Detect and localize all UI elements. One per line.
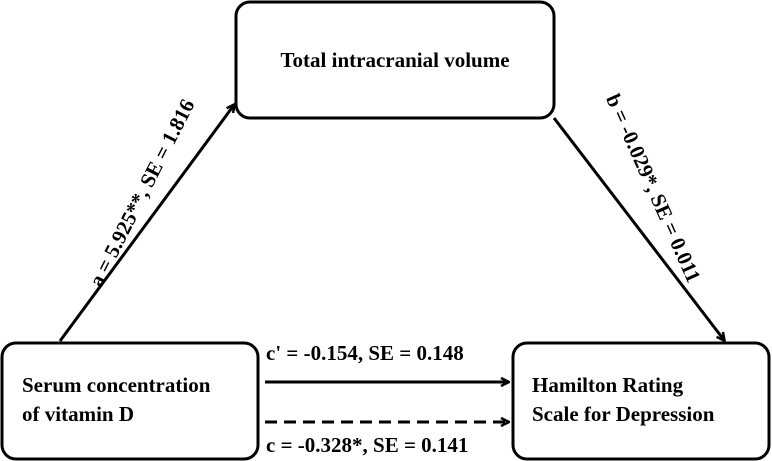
- edge-c-label: c = -0.328*, SE = 0.141: [266, 433, 468, 457]
- edge-c-prime: c' = -0.154, SE = 0.148: [265, 341, 508, 382]
- edge-c: c = -0.328*, SE = 0.141: [265, 422, 508, 457]
- predictor-node: Serum concentration of vitamin D: [0, 341, 260, 461]
- edge-a-label: a = 5.925**, SE = 1.816: [84, 95, 199, 290]
- predictor-label-line-2: of vitamin D: [22, 402, 134, 426]
- edge-a: a = 5.925**, SE = 1.816: [58, 95, 234, 342]
- mediator-box: [234, 0, 556, 120]
- predictor-label-line-1: Serum concentration: [22, 373, 211, 397]
- outcome-box: [511, 341, 771, 461]
- edge-c-prime-label: c' = -0.154, SE = 0.148: [266, 341, 464, 365]
- edge-b-arrow: [552, 117, 724, 340]
- outcome-label-line-2: Scale for Depression: [532, 402, 715, 426]
- mediator-node: Total intracranial volume: [234, 0, 556, 120]
- edge-b: b = -0.029*, SE = 0.011: [552, 90, 724, 340]
- outcome-node: Hamilton Rating Scale for Depression: [511, 341, 771, 461]
- mediator-label: Total intracranial volume: [280, 48, 509, 72]
- outcome-label-line-1: Hamilton Rating: [532, 373, 684, 397]
- edge-a-arrow: [58, 105, 234, 342]
- predictor-box: [0, 341, 260, 461]
- edge-b-label: b = -0.029*, SE = 0.011: [601, 90, 706, 286]
